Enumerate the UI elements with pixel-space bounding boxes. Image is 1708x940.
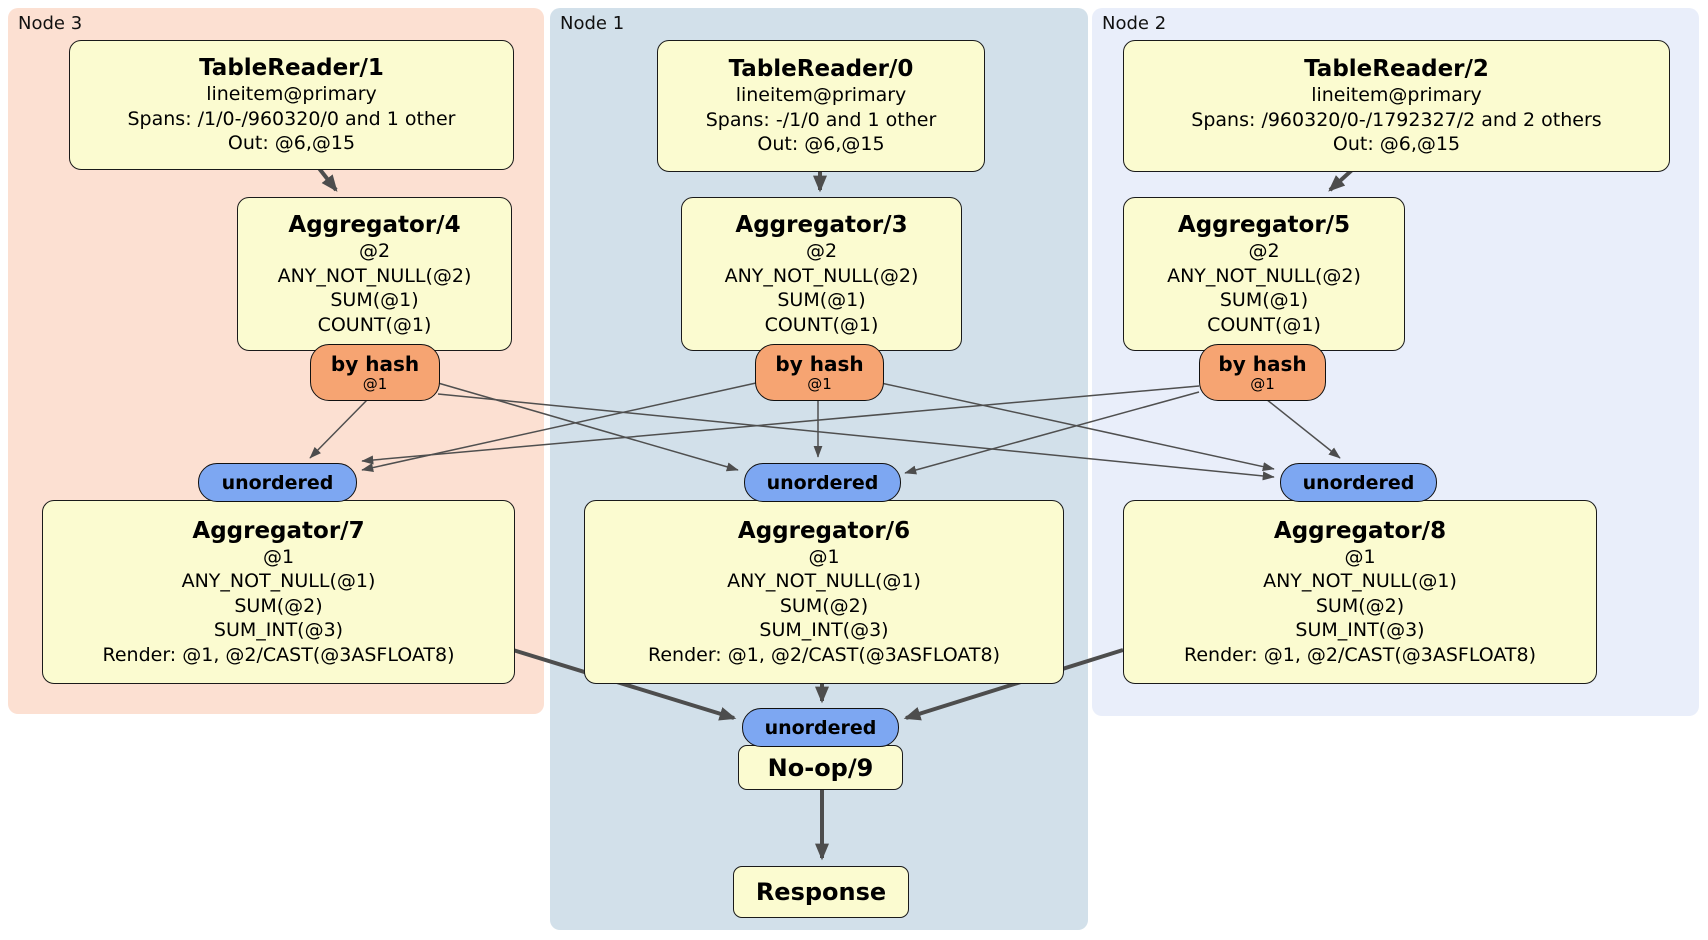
edge-router3-sync2 bbox=[437, 393, 1275, 481]
processor-title: No-op/9 bbox=[767, 753, 874, 782]
processor-line: COUNT(@1) bbox=[1207, 313, 1321, 336]
processor-aggregator-4: Aggregator/4 @2 ANY_NOT_NULL(@2) SUM(@1)… bbox=[237, 197, 512, 351]
processor-title: TableReader/0 bbox=[728, 56, 914, 83]
processor-aggregator-5: Aggregator/5 @2 ANY_NOT_NULL(@2) SUM(@1)… bbox=[1123, 197, 1405, 351]
processor-line: SUM_INT(@3) bbox=[1295, 619, 1425, 642]
edge-tr1-agg4 bbox=[316, 165, 338, 192]
edge-router3-sync3 bbox=[309, 398, 369, 459]
sync-unordered-final: unordered bbox=[742, 708, 899, 747]
processor-tablereader-1: TableReader/1 lineitem@primary Spans: /1… bbox=[69, 40, 514, 170]
router-label: by hash bbox=[775, 351, 864, 376]
processor-title: Aggregator/5 bbox=[1177, 212, 1351, 238]
sync-unordered-node3: unordered bbox=[198, 463, 357, 502]
response-node: Response bbox=[733, 866, 909, 918]
processor-aggregator-7: Aggregator/7 @1 ANY_NOT_NULL(@1) SUM(@2)… bbox=[42, 500, 515, 684]
processor-line: @1 bbox=[1344, 545, 1376, 568]
processor-line: Out: @6,@15 bbox=[757, 133, 885, 156]
edge-router2-sync1 bbox=[904, 391, 1200, 475]
processor-line: @1 bbox=[262, 545, 295, 568]
processor-line: SUM(@1) bbox=[1219, 289, 1309, 311]
router-label: by hash bbox=[1218, 351, 1307, 376]
processor-line: lineitem@primary bbox=[735, 84, 907, 107]
processor-aggregator-3: Aggregator/3 @2 ANY_NOT_NULL(@2) SUM(@1)… bbox=[681, 197, 962, 351]
router-by-hash-node1: by hash @1 bbox=[755, 344, 884, 401]
processor-line: COUNT(@1) bbox=[764, 313, 879, 336]
processor-aggregator-8: Aggregator/8 @1 ANY_NOT_NULL(@1) SUM(@2)… bbox=[1123, 500, 1597, 684]
processor-title: Aggregator/8 bbox=[1273, 517, 1447, 544]
region-label-node-3: Node 3 bbox=[18, 13, 83, 34]
processor-line: Spans: -/1/0 and 1 other bbox=[705, 108, 937, 131]
edge-router3-sync1 bbox=[437, 382, 739, 472]
processor-line: SUM_INT(@3) bbox=[759, 619, 889, 642]
processor-line: Spans: /1/0-/960320/0 and 1 other bbox=[127, 107, 456, 130]
sync-label: unordered bbox=[766, 471, 879, 494]
sync-label: unordered bbox=[221, 471, 334, 494]
router-by-hash-node2: by hash @1 bbox=[1199, 344, 1326, 401]
edge-tr2-agg5 bbox=[1328, 168, 1354, 192]
router-label: by hash bbox=[330, 351, 420, 376]
processor-line: SUM(@1) bbox=[330, 289, 419, 311]
sync-label: unordered bbox=[1302, 471, 1415, 494]
router-detail: @1 bbox=[1250, 374, 1275, 393]
processor-title: Aggregator/7 bbox=[192, 517, 365, 544]
processor-line: lineitem@primary bbox=[1311, 84, 1482, 107]
processor-line: @2 bbox=[805, 240, 838, 262]
processor-line: ANY_NOT_NULL(@1) bbox=[1263, 570, 1457, 593]
edge-agg8-sync bbox=[903, 648, 1124, 721]
processor-title: TableReader/2 bbox=[1304, 56, 1489, 83]
processor-line: ANY_NOT_NULL(@1) bbox=[181, 570, 376, 593]
processor-title: TableReader/1 bbox=[199, 55, 384, 82]
processor-line: Render: @1, @2/CAST(@3ASFLOAT8) bbox=[1184, 643, 1536, 666]
processor-line: Out: @6,@15 bbox=[1332, 133, 1461, 156]
processor-line: SUM_INT(@3) bbox=[213, 619, 344, 642]
processor-tablereader-0: TableReader/0 lineitem@primary Spans: -/… bbox=[657, 40, 985, 172]
sync-unordered-node2: unordered bbox=[1280, 463, 1437, 502]
processor-line: lineitem@primary bbox=[206, 83, 377, 106]
processor-noop-9: No-op/9 bbox=[738, 745, 903, 790]
processor-line: ANY_NOT_NULL(@2) bbox=[277, 264, 472, 287]
router-detail: @1 bbox=[362, 374, 388, 393]
region-label-node-1: Node 1 bbox=[560, 13, 625, 34]
edge-router2-sync3 bbox=[361, 385, 1200, 465]
processor-title: Aggregator/4 bbox=[288, 212, 461, 238]
processor-line: SUM(@2) bbox=[779, 594, 869, 617]
edge-agg7-sync bbox=[512, 648, 737, 721]
processor-title: Aggregator/6 bbox=[737, 517, 911, 544]
processor-line: SUM(@2) bbox=[234, 594, 323, 617]
processor-line: Spans: /960320/0-/1792327/2 and 2 others bbox=[1191, 108, 1602, 131]
region-label-node-2: Node 2 bbox=[1102, 13, 1167, 34]
processor-line: SUM(@2) bbox=[1315, 594, 1405, 617]
processor-line: @2 bbox=[1248, 240, 1280, 262]
edge-router2-sync2 bbox=[1265, 398, 1341, 459]
router-by-hash-node3: by hash @1 bbox=[310, 344, 440, 401]
processor-line: @2 bbox=[358, 240, 391, 262]
processor-title: Aggregator/3 bbox=[735, 212, 908, 238]
sync-unordered-node1: unordered bbox=[744, 463, 901, 502]
processor-line: ANY_NOT_NULL(@2) bbox=[1167, 264, 1361, 287]
router-detail: @1 bbox=[807, 374, 832, 393]
processor-line: Render: @1, @2/CAST(@3ASFLOAT8) bbox=[102, 643, 455, 666]
processor-title: Response bbox=[755, 878, 887, 906]
processor-line: ANY_NOT_NULL(@1) bbox=[727, 570, 921, 593]
processor-line: ANY_NOT_NULL(@2) bbox=[724, 264, 919, 287]
processor-line: SUM(@1) bbox=[777, 289, 866, 311]
sync-label: unordered bbox=[764, 716, 877, 739]
processor-line: @1 bbox=[808, 545, 840, 568]
processor-line: Out: @6,@15 bbox=[227, 132, 356, 155]
processor-line: Render: @1, @2/CAST(@3ASFLOAT8) bbox=[648, 643, 1000, 666]
processor-aggregator-6: Aggregator/6 @1 ANY_NOT_NULL(@1) SUM(@2)… bbox=[584, 500, 1064, 684]
processor-line: COUNT(@1) bbox=[317, 313, 432, 336]
processor-tablereader-2: TableReader/2 lineitem@primary Spans: /9… bbox=[1123, 40, 1670, 172]
